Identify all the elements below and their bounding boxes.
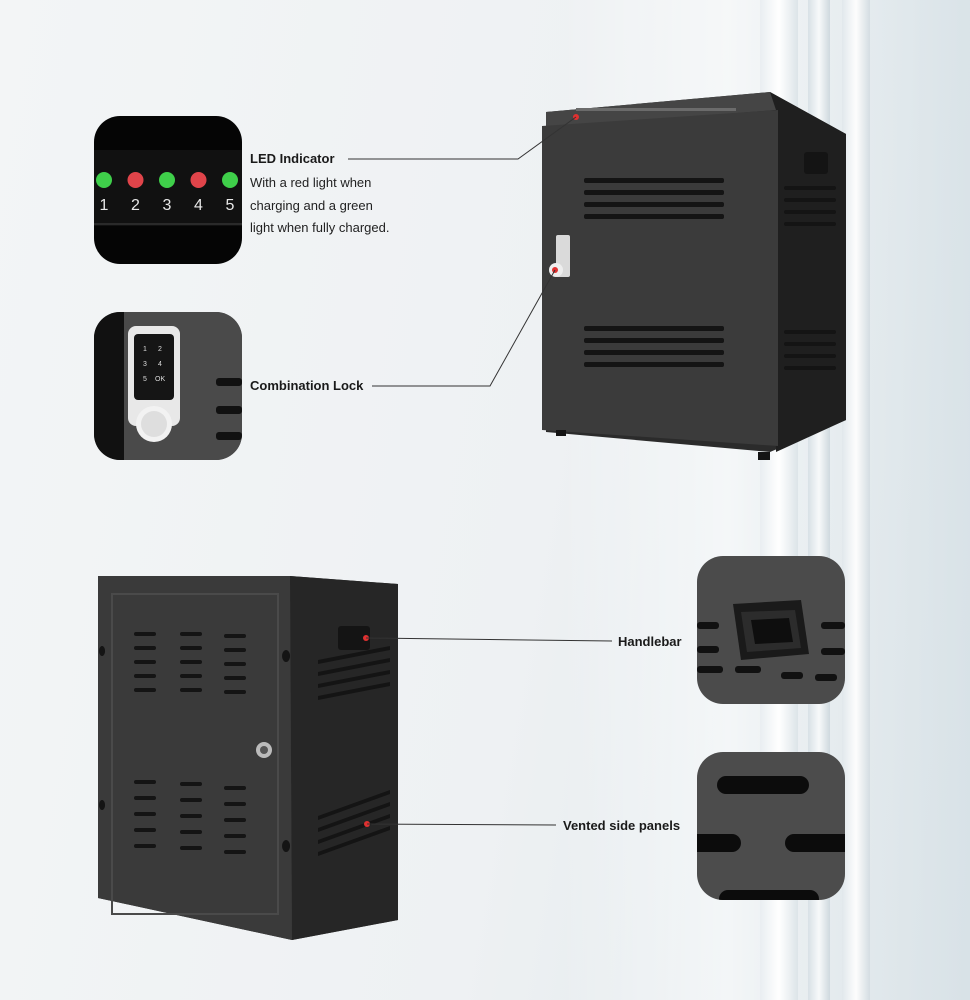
led-slot-number: 1 (100, 197, 109, 214)
led-slot-number: 5 (226, 197, 235, 214)
lock-callout-line (372, 269, 556, 387)
lock-key: OK (155, 376, 165, 383)
combination-lock-thumbnail: 1 2 3 4 5 OK (94, 312, 242, 460)
handlebar-thumbnail (697, 556, 845, 704)
led-indicator-description: With a red light when charging and a gre… (250, 172, 430, 240)
led-light (222, 172, 238, 188)
vented-panels-thumbnail (697, 752, 845, 900)
led-light (159, 172, 175, 188)
lock-key: 2 (158, 346, 162, 353)
lock-key: 5 (143, 376, 147, 383)
led-description-line: light when fully charged. (250, 220, 390, 235)
lock-key: 1 (143, 346, 147, 353)
led-description-line: With a red light when (250, 175, 372, 190)
vented-panels-title: Vented side panels (563, 818, 681, 833)
lock-key: 3 (143, 361, 147, 368)
led-light (127, 172, 144, 188)
led-slot-number: 3 (163, 197, 172, 214)
handlebar-title: Handlebar (618, 634, 682, 649)
led-slot-number: 2 (131, 197, 140, 214)
led-indicator-thumbnail: 1 2 3 4 5 (94, 116, 242, 264)
led-description-line: charging and a green (250, 197, 373, 213)
cabinet-back-view (98, 576, 398, 940)
led-callout-line (348, 116, 577, 160)
cabinet-front-view (542, 92, 846, 460)
lock-graphic: 1 2 3 4 5 OK (94, 312, 242, 460)
handlebar-callout-line (365, 637, 613, 642)
vents-graphic (697, 776, 845, 900)
led-indicator-title: LED Indicator (250, 151, 335, 166)
combination-lock-title: Combination Lock (250, 378, 364, 393)
led-panel-graphic: 1 2 3 4 5 (94, 150, 242, 226)
handlebar-graphic (697, 600, 845, 681)
glass-pillar (842, 0, 870, 1000)
lock-key: 4 (158, 361, 162, 368)
led-slot-number: 4 (194, 197, 203, 214)
led-light (190, 172, 207, 188)
led-light (96, 172, 112, 188)
vents-callout-line (366, 823, 557, 826)
